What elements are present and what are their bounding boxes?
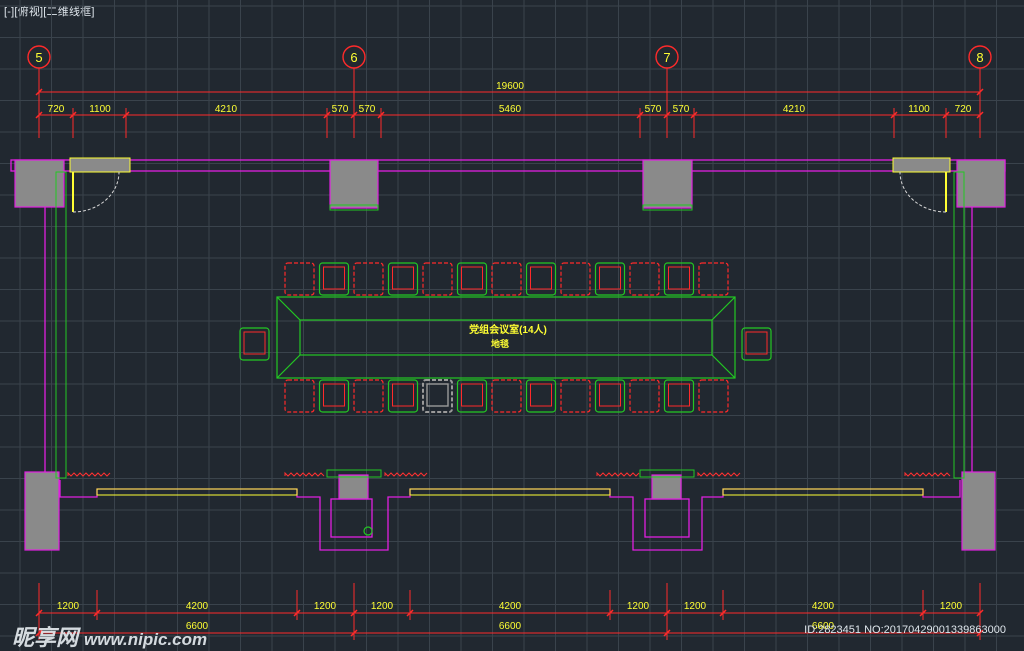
chair	[491, 379, 522, 413]
axis-bubble-7: 7	[655, 45, 679, 69]
curtain	[596, 471, 640, 477]
axis-label-5: 5	[35, 50, 42, 65]
curtain	[284, 471, 325, 477]
chair	[318, 262, 350, 296]
dim-top-seg: 4210	[783, 104, 806, 115]
chair	[663, 379, 695, 413]
dim-top-seg: 720	[955, 104, 972, 115]
image-id-label: ID:2823451 NO:20170429001339863000	[804, 624, 1006, 636]
dim-top-seg: 720	[48, 104, 65, 115]
room-title: 党组会议室(14人)	[469, 323, 547, 336]
dim-bottom-sub: 6600	[499, 621, 522, 632]
dimension-ticks	[35, 88, 984, 637]
chair	[525, 379, 557, 413]
curtain	[697, 471, 741, 477]
chair	[284, 262, 315, 296]
chair	[698, 379, 729, 413]
dim-bottom-seg: 4200	[499, 601, 522, 612]
dim-bottom-seg: 1200	[371, 601, 394, 612]
chair	[594, 262, 626, 296]
dim-top-seg: 1100	[89, 104, 111, 115]
dim-tick	[976, 629, 984, 637]
dim-top-seg: 570	[359, 104, 376, 115]
dim-bottom-sub: 6600	[812, 621, 835, 632]
dim-total: 19600	[496, 81, 524, 92]
axis-label-6: 6	[350, 50, 357, 65]
chair	[491, 262, 522, 296]
chair	[387, 262, 419, 296]
dim-bottom-seg: 1200	[684, 601, 707, 612]
watermark-logo-text: 昵享网	[12, 625, 79, 650]
dim-tick	[35, 88, 43, 96]
dim-top-seg: 5460	[499, 104, 522, 115]
chair	[698, 262, 729, 296]
chair	[525, 262, 557, 296]
watermark-site: www.nipic.com	[84, 630, 208, 649]
chair	[629, 262, 660, 296]
curtain	[67, 471, 111, 477]
dim-top-seg: 570	[673, 104, 690, 115]
dim-bottom-seg: 4200	[812, 601, 835, 612]
chair	[387, 379, 419, 413]
floor-drain-icon	[363, 526, 373, 536]
doors	[69, 157, 951, 213]
dim-top-seg: 4210	[215, 104, 238, 115]
dim-bottom-sub: 6600	[186, 621, 209, 632]
dimension-lines	[38, 68, 981, 640]
dim-top-seg: 570	[332, 104, 349, 115]
chair	[353, 379, 384, 413]
chair	[560, 262, 591, 296]
dim-top-seg: 570	[645, 104, 662, 115]
chair	[456, 379, 488, 413]
wall-finishes	[55, 171, 965, 479]
dim-tick	[976, 88, 984, 96]
dimension-text: 19600 720 1100 4210 570 570 5460 570 570…	[48, 81, 972, 632]
dim-tick	[350, 629, 358, 637]
curtains	[67, 471, 951, 477]
chair	[629, 379, 660, 413]
chair	[741, 327, 772, 361]
chair	[353, 262, 384, 296]
chairs	[239, 262, 772, 413]
chair	[456, 262, 488, 296]
axis-bubble-5: 5	[27, 45, 51, 69]
axis-bubble-6: 6	[342, 45, 366, 69]
chair	[239, 327, 270, 361]
curtain	[384, 471, 428, 477]
dim-bottom-seg: 1200	[57, 601, 80, 612]
chair	[318, 379, 350, 413]
dim-bottom-seg: 4200	[186, 601, 209, 612]
dim-tick	[663, 629, 671, 637]
dim-top-seg: 1100	[908, 104, 930, 115]
chair	[422, 262, 453, 296]
dim-tick	[35, 629, 43, 637]
axis-bubble-8: 8	[968, 45, 992, 69]
watermark-logo: 昵享网 www.nipic.com	[12, 620, 207, 651]
chair	[560, 379, 591, 413]
chair	[284, 379, 315, 413]
chair	[422, 379, 453, 413]
dim-bottom-seg: 1200	[314, 601, 337, 612]
chair	[663, 262, 695, 296]
dim-bottom-seg: 1200	[940, 601, 963, 612]
axis-label-8: 8	[976, 50, 983, 65]
floor-note: 地毯	[491, 338, 509, 349]
viewport-label[interactable]: [-][俯视][二维线框]	[4, 6, 95, 18]
axis-label-7: 7	[663, 50, 670, 65]
windows	[96, 488, 924, 496]
dim-bottom-seg: 1200	[627, 601, 650, 612]
chair	[594, 379, 626, 413]
columns	[14, 159, 1006, 551]
curtain	[904, 471, 951, 477]
conference-table	[276, 296, 736, 379]
